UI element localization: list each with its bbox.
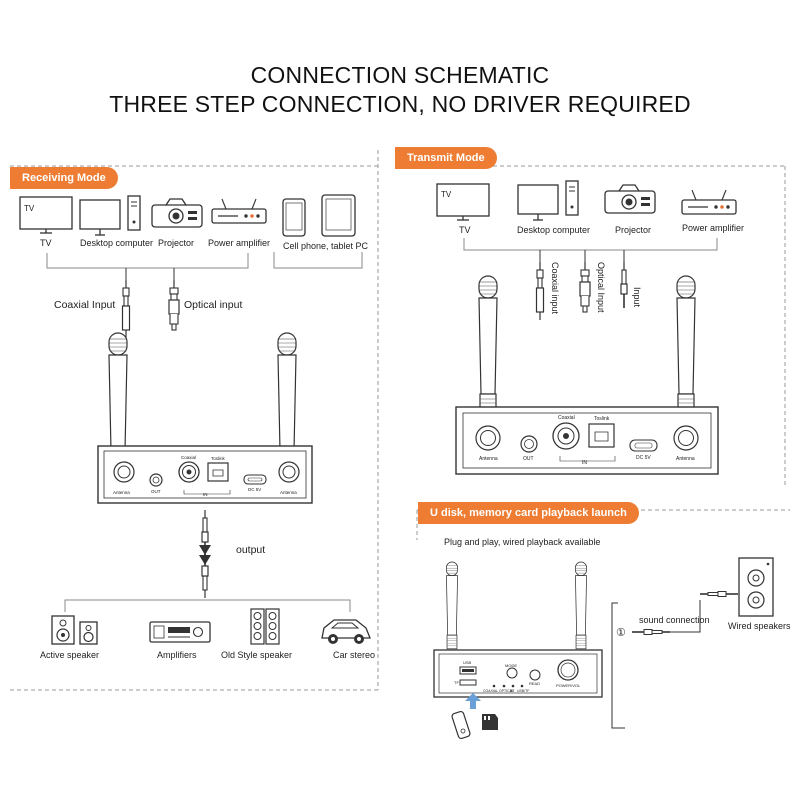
tx-desktop-computer-icon (517, 180, 579, 221)
tv-icon (19, 196, 73, 234)
tx-optical-cable-icon (579, 261, 591, 313)
tx-coaxial-label: Coaxial (558, 415, 575, 421)
tx-dc-label: DC 5V (636, 455, 651, 461)
rx-dc-label: DC 5V (248, 487, 262, 492)
amplifier-icon (149, 621, 211, 643)
tx-coaxial-input-label: Coaxial input (550, 262, 560, 315)
source-phone-label: Cell phone, tablet PC (283, 241, 369, 251)
tx-coaxial-cable-icon (535, 261, 545, 321)
transmit-mode-badge: Transmit Mode (395, 147, 497, 169)
udisk-optical-label: OPTICAL (499, 689, 514, 693)
tx-input-label: Input (632, 287, 642, 308)
udisk-tf-label: TF (454, 680, 459, 685)
udisk-read-label: READ (529, 681, 541, 686)
rx-out-label: OUT (151, 489, 161, 494)
sound-connection-label: sound connection (639, 615, 710, 625)
source-projector-label: Projector (158, 238, 195, 248)
receiving-mode-badge: Receiving Mode (10, 167, 118, 189)
rx-antenna-right-label: Antenna (280, 490, 297, 495)
tx-antenna-right-icon (676, 275, 696, 417)
transmitter-device (455, 406, 719, 475)
projector-icon (151, 198, 203, 228)
wired-speaker-icon (738, 557, 774, 617)
optical-cable-icon (168, 279, 180, 331)
udisk-antenna-right-icon (575, 561, 587, 650)
car-stereo-icon (321, 619, 371, 644)
sound-cable-right-icon (699, 590, 739, 598)
schematic-subtitle: THREE STEP CONNECTION, NO DRIVER REQUIRE… (109, 91, 691, 117)
power-amplifier-icon (211, 198, 267, 224)
usb-flash-drive-icon (451, 710, 471, 740)
tv-screen-label: TV (24, 204, 35, 213)
output-active-speaker-label: Active speaker (40, 650, 100, 660)
udisk-antenna-left-icon (446, 561, 458, 650)
tx-input-cable-icon (620, 261, 628, 309)
transmit-mode-section (395, 165, 786, 488)
tx-tv-screen-label: TV (441, 190, 452, 199)
source-amplifier-label: Power amplifier (208, 238, 271, 248)
tx-antenna-left-icon (478, 275, 498, 417)
source-desktop-label: Desktop computer (80, 238, 154, 248)
tx-in-label: IN (582, 460, 587, 466)
step-marker: ① (616, 627, 626, 639)
tx-antenna-left-label: Antenna (479, 456, 498, 462)
tx-toslink-label: Toslink (594, 416, 610, 422)
udisk-badge: U disk, memory card playback launch (418, 502, 639, 524)
sound-cable-left-icon (631, 628, 671, 636)
tablet-icon (321, 194, 356, 237)
wired-speakers-label: Wired speakers (728, 621, 791, 631)
tx-source-amplifier-label: Power amplifier (682, 223, 745, 233)
rx-in-label: IN (203, 492, 208, 497)
memory-card-icon (482, 714, 498, 730)
tx-out-label: OUT (523, 456, 534, 462)
udisk-coaxial-label: COAXIAL (483, 689, 499, 693)
schematic-title: CONNECTION SCHEMATIC (250, 62, 550, 88)
output-old-speaker-label: Old Style speaker (221, 650, 293, 660)
coaxial-input-label: Coaxial Input (54, 299, 116, 311)
udisk-usb-label: USB (463, 660, 472, 665)
rx-coaxial-label: Coaxial (181, 455, 197, 460)
coaxial-cable-icon (121, 279, 131, 339)
old-style-speaker-icon (250, 608, 280, 645)
output-amplifiers-label: Amplifiers (157, 650, 197, 660)
desktop-computer-icon (79, 195, 141, 236)
output-car-stereo-label: Car stereo (333, 650, 376, 660)
tx-antenna-right-label: Antenna (676, 456, 695, 462)
tx-power-amplifier-icon (681, 189, 737, 215)
udisk-mode-label: MODE (505, 663, 517, 668)
source-tv-label: TV (40, 238, 52, 248)
insert-arrow-icon (465, 693, 481, 709)
udisk-section (416, 509, 790, 740)
tx-projector-icon (604, 184, 656, 214)
receiving-mode-section (10, 150, 379, 691)
receiver-device (97, 445, 313, 504)
udisk-bt-label: BT (510, 689, 515, 693)
active-speaker-icon (51, 615, 98, 645)
rx-toslink-label: Toslink (211, 456, 225, 461)
output-label: output (236, 544, 266, 556)
rx-antenna-left-label: Antenna (113, 490, 130, 495)
tx-source-tv-label: TV (459, 225, 471, 235)
optical-input-label: Optical input (184, 299, 243, 311)
udisk-usbtf-label: USB/TF (517, 689, 530, 693)
tx-source-projector-label: Projector (615, 225, 652, 235)
tx-optical-input-label: Optical Input (596, 262, 606, 313)
tx-source-desktop-label: Desktop computer (517, 225, 591, 235)
udisk-subtitle: Plug and play, wired playback available (444, 537, 601, 547)
cell-phone-icon (282, 198, 306, 237)
udisk-player-device (433, 649, 603, 698)
udisk-power-label: POWER/VOL (556, 683, 581, 688)
